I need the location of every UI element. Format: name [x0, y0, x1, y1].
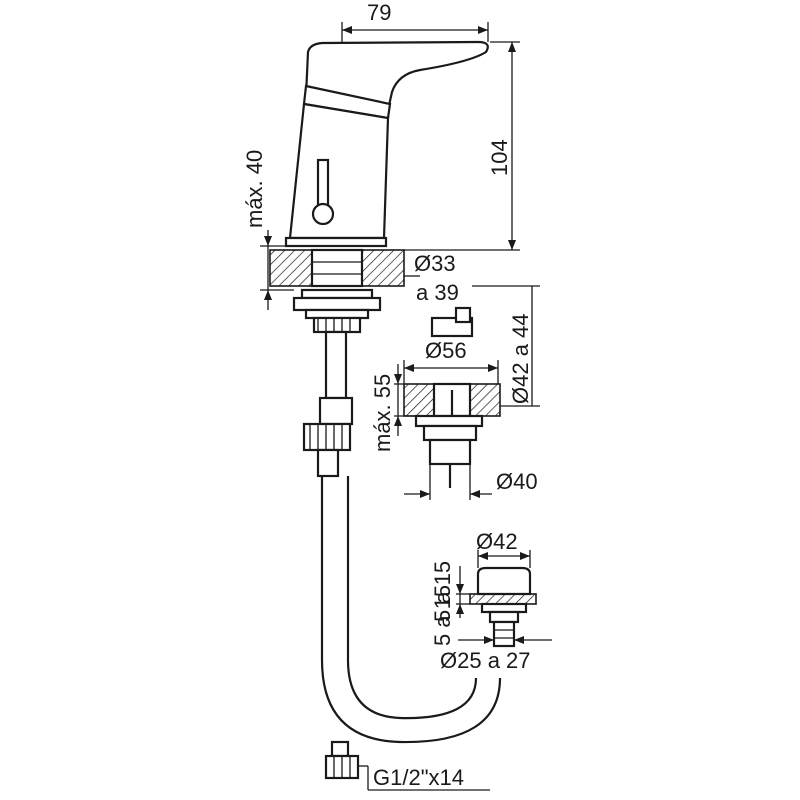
dim-waste-diameter: Ø40	[496, 469, 538, 494]
dimension-lines	[260, 22, 552, 791]
body-column	[288, 102, 390, 240]
mount-shank	[310, 248, 364, 288]
dim-trap-lower: 5 a 15	[430, 585, 455, 646]
basin-right	[469, 383, 501, 417]
trap-outlet	[469, 566, 537, 648]
dim-basin-diameter: Ø56	[425, 338, 467, 363]
counter-right	[361, 249, 405, 287]
sensor-eye	[311, 202, 335, 226]
fixing-nut	[292, 288, 382, 334]
dim-trap-diameter: Ø42	[476, 529, 518, 554]
sensor-slot	[316, 158, 330, 210]
hose-coupling-nut	[302, 422, 352, 452]
dim-basin-range: Ø42 a 44	[508, 313, 533, 404]
dim-total-height: 104	[487, 139, 512, 176]
dim-max-thickness: máx. 40	[242, 150, 267, 228]
waste-valve	[403, 306, 501, 488]
dim-trap-height: 5 a 15	[430, 561, 455, 622]
base-plate	[284, 236, 388, 248]
dim-basin-max: máx. 55	[370, 374, 395, 452]
lever-handle	[304, 40, 489, 112]
countertop-section	[269, 248, 405, 288]
dim-hole-range: a 39	[416, 280, 459, 305]
dim-hole-diameter: Ø33	[414, 251, 456, 276]
supply-hose	[302, 330, 502, 780]
dim-connection: G1/2"x14	[373, 765, 464, 790]
counter-left	[269, 249, 313, 287]
dim-width-top: 79	[367, 0, 391, 25]
dim-outlet-range: Ø25 a 27	[440, 648, 531, 673]
faucet-body	[284, 40, 489, 248]
basin-left	[403, 383, 435, 417]
